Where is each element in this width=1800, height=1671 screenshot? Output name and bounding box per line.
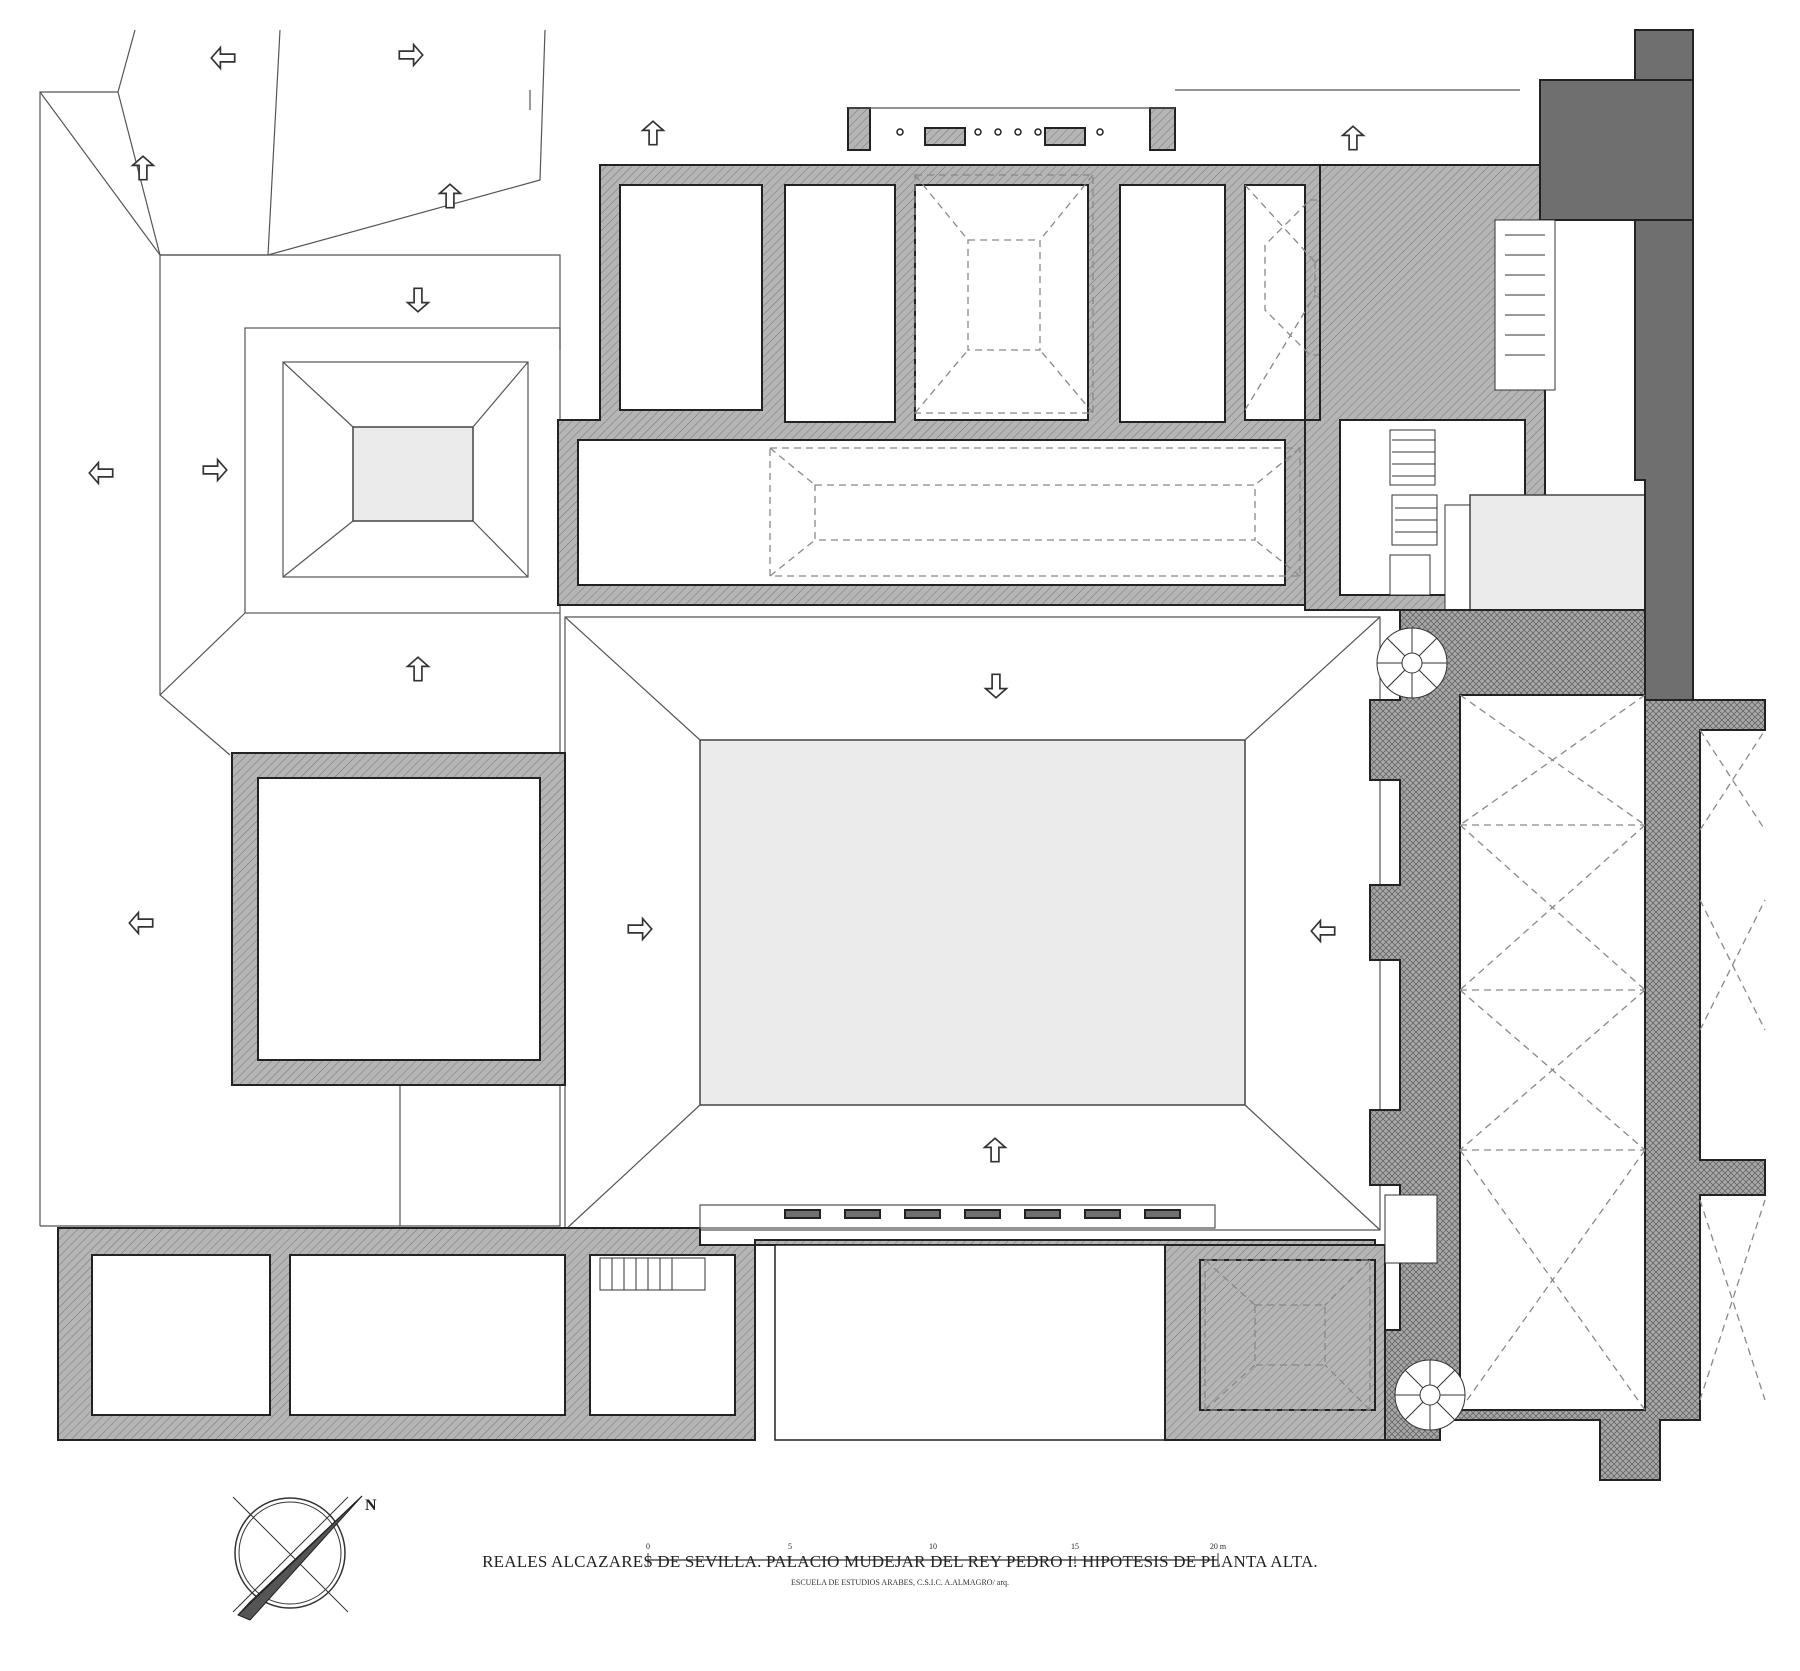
- east-wing: [1369, 609, 1766, 1481]
- scale-tick-10: 10: [929, 1542, 937, 1551]
- south-wing: [57, 1194, 1438, 1441]
- scale-tick-0: 0: [646, 1542, 650, 1551]
- stair-steps-east: [1505, 234, 1545, 356]
- arcade-blocks: [699, 1204, 1216, 1229]
- scale-tick-20: 20 m: [1210, 1542, 1227, 1551]
- scale-bar: 0 5 10 15 20 m: [646, 1542, 1227, 1566]
- spiral-stair-north: [1376, 627, 1448, 699]
- scale-tick-15: 15: [1071, 1542, 1079, 1551]
- gallery-vaults: [1459, 694, 1766, 1411]
- stair-steps-north: [1392, 439, 1437, 533]
- west-courtyard: [231, 752, 566, 1086]
- main-courtyard: [564, 616, 1381, 1231]
- spiral-stair-south: [1394, 1359, 1466, 1431]
- north-wing: [557, 107, 1646, 646]
- drawing-title: REALES ALCAZARES DE SEVILLA. PALACIO MUD…: [482, 1552, 1318, 1571]
- stair-steps-south: [611, 1258, 673, 1290]
- north-arrow: N: [232, 1495, 377, 1621]
- drawing-subtitle: ESCUELA DE ESTUDIOS ARABES, C.S.I.C. A.A…: [790, 1578, 1009, 1587]
- scale-tick-5: 5: [788, 1542, 792, 1551]
- portico-columns: [896, 128, 1104, 136]
- small-courtyard: [352, 426, 474, 522]
- north-arrow-label: N: [365, 1497, 377, 1514]
